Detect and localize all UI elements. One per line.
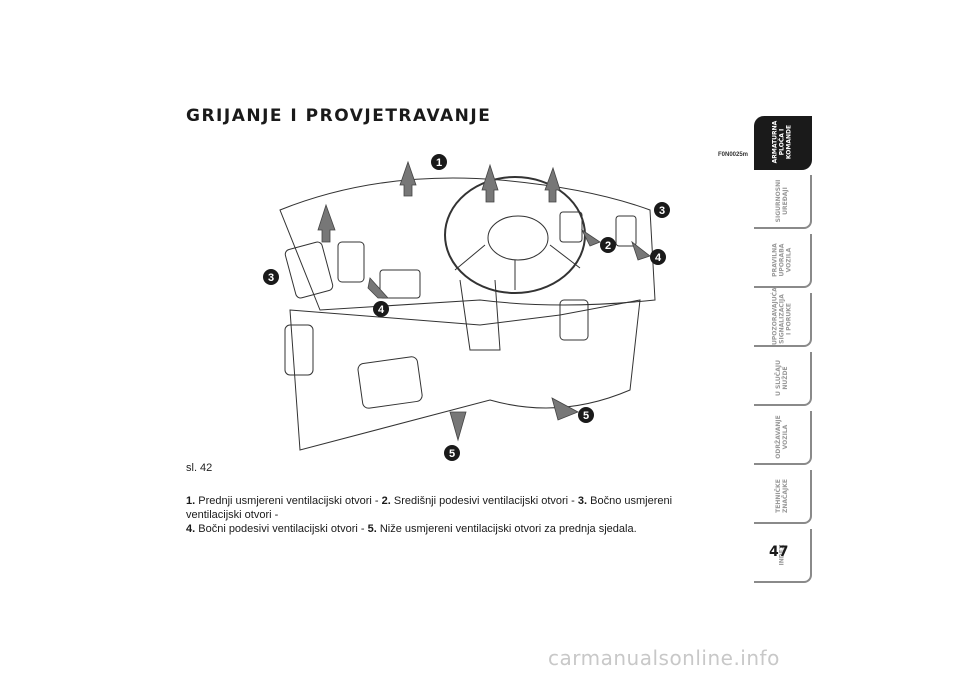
arrow-defrost-center xyxy=(481,163,499,203)
chapter-tabs: ARMATURNA PLOČA I KOMANDE SIGURNOSNI URE… xyxy=(754,116,816,588)
steering-hub xyxy=(487,215,549,261)
callout-5-right: 5 xyxy=(583,410,589,422)
dashboard-lower xyxy=(289,299,641,451)
vent-side-right xyxy=(615,215,637,247)
arrow-defrost-center-left xyxy=(399,160,417,197)
cup-holder xyxy=(559,299,589,341)
callout-1: 1 xyxy=(436,157,442,169)
steering-spokes xyxy=(454,244,581,290)
control-panel xyxy=(379,269,421,299)
arrow-floor-right xyxy=(551,397,579,421)
dashboard-illustration: 1 2 3 3 4 4 5 5 xyxy=(263,154,670,461)
callout-3-left: 3 xyxy=(268,272,274,284)
tab-sigurnosni-uredaji[interactable]: SIGURNOSNI UREĐAJI xyxy=(754,175,812,229)
tab-index[interactable]: INDEX xyxy=(754,529,812,583)
tab-pravilna-uporaba[interactable]: PRAVILNA UPORABA VOZILA xyxy=(754,234,812,288)
vent-adjustable-left xyxy=(337,241,365,283)
page-title: GRIJANJE I PROVJETRAVANJE xyxy=(186,106,492,126)
arrow-defrost-left xyxy=(317,203,336,243)
center-console xyxy=(459,279,501,351)
callout-3-right: 3 xyxy=(659,205,665,217)
arrow-defrost-right xyxy=(544,166,561,203)
tab-armaturna-ploca[interactable]: ARMATURNA PLOČA I KOMANDE xyxy=(754,116,812,170)
tab-tehnicke-znacajke[interactable]: TEHNIČKE ZNAČAJKE xyxy=(754,470,812,524)
callout-2: 2 xyxy=(605,240,611,252)
dashboard-top xyxy=(279,177,656,311)
figure-caption: 1. Prednji usmjereni ventilacijski otvor… xyxy=(186,495,673,535)
tab-odrzavanje-vozila[interactable]: ODRŽAVANJE VOZILA xyxy=(754,411,812,465)
figure-code: F0N0025m xyxy=(718,152,749,158)
callout-4-left: 4 xyxy=(378,304,385,316)
callout-5-left: 5 xyxy=(449,448,455,460)
page-number: 47 xyxy=(769,544,789,560)
vent-side-left xyxy=(284,241,334,299)
tab-u-slucaju-nuzde[interactable]: U SLUČAJU NUŽDE xyxy=(754,352,812,406)
arrow-vent-right xyxy=(631,240,651,261)
arrow-vent-center xyxy=(580,228,601,247)
tab-upozoravajuca-signalizacija[interactable]: UPOZORAVAJUĆA SIGNALIZACIJA I PORUKE xyxy=(754,287,812,347)
glovebox xyxy=(357,356,423,409)
figure-label: sl. 42 xyxy=(186,462,213,474)
arrow-vent-left xyxy=(367,277,389,299)
callout-4-right: 4 xyxy=(655,252,662,264)
watermark: carmanualsonline.info xyxy=(548,646,780,670)
arrow-floor-left xyxy=(449,411,467,442)
vent-center xyxy=(559,211,583,243)
door-handle xyxy=(284,324,314,376)
